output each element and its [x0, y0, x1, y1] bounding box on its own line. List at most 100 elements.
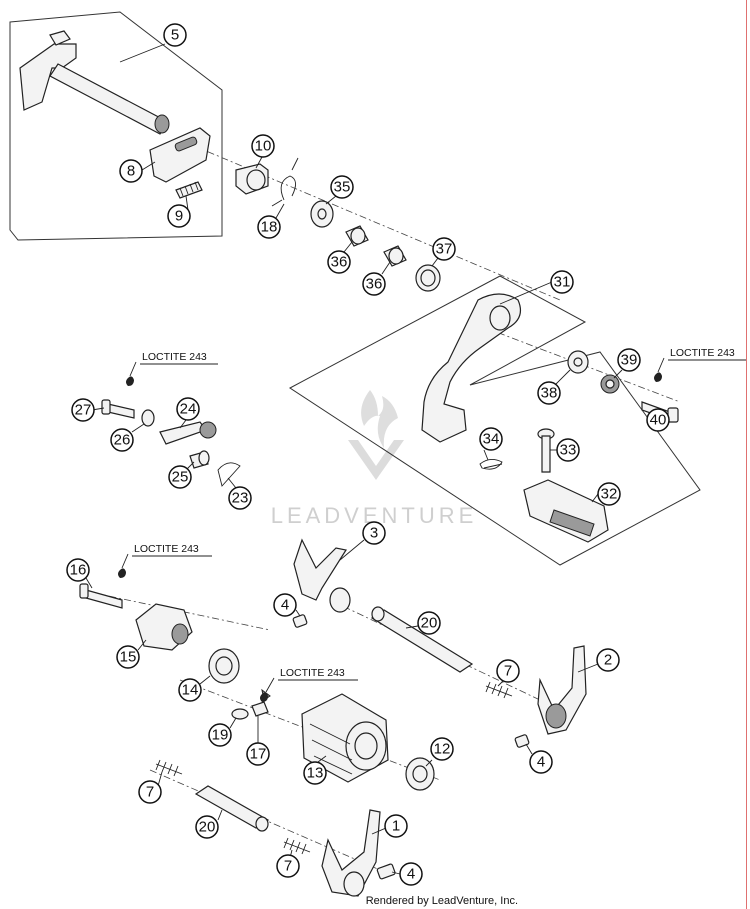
spring-part: [485, 681, 513, 699]
callout-number: 37: [436, 241, 453, 258]
pin-part: [251, 688, 271, 717]
callout-4-mid: 4: [525, 743, 553, 774]
callout-number: 36: [331, 254, 348, 271]
callout-7-mid: 7: [496, 659, 520, 687]
loctite-text: LOCTITE 243: [670, 347, 735, 359]
callout-9: 9: [167, 195, 191, 228]
shift-fork-part: [293, 538, 351, 613]
callout-25: 25: [168, 461, 195, 489]
bearing-part: [208, 648, 240, 684]
callout-number: 13: [307, 765, 324, 782]
bolt-part: [79, 583, 123, 609]
drop-icon: [260, 692, 268, 702]
callout-26: 26: [110, 423, 145, 452]
callout-1: 1: [371, 814, 408, 838]
callout-number: 25: [172, 469, 189, 486]
callout-24: 24: [176, 397, 200, 429]
callout-16: 16: [66, 558, 93, 589]
callout-number: 7: [146, 784, 154, 801]
shift-shaft-assembly-frame: [9, 11, 223, 241]
callout-number: 38: [541, 385, 558, 402]
callout-18: 19: [208, 717, 237, 747]
shift-tip-part: [523, 479, 609, 543]
callout-14: 18: [257, 203, 285, 239]
drop-icon: [654, 372, 662, 382]
drop-icon: [126, 376, 134, 386]
shift-lever-part: [421, 293, 521, 443]
torsion-spring-part: [271, 157, 299, 207]
callout-number: 33: [560, 442, 577, 459]
page-edge-line: [746, 0, 747, 909]
callout-11: 12: [425, 737, 454, 767]
washer-part: [231, 708, 249, 720]
callout-12: 13: [303, 755, 327, 785]
axis-line: [179, 139, 561, 301]
callout-7-left: 7: [138, 771, 163, 804]
spring-part: [155, 759, 183, 777]
callout-number: 20: [199, 819, 216, 836]
callout-number: 27: [75, 402, 92, 419]
callout-17: 17: [246, 716, 270, 766]
spring-part: [479, 459, 503, 470]
guide-pin-part: [514, 734, 530, 748]
callout-number: 16: [70, 562, 87, 579]
callout-number: 8: [127, 163, 135, 180]
callout-number: 39: [621, 352, 638, 369]
callout-27: 27: [71, 398, 105, 422]
washer-part: [310, 200, 334, 228]
callout-number: 9: [175, 208, 183, 225]
washer-part: [141, 409, 155, 427]
callout-10: 10: [251, 134, 275, 169]
bearing-part: [405, 757, 435, 791]
callout-23: 23: [227, 477, 252, 510]
loctite-label: LOCTITE 243: [126, 351, 218, 386]
footer-credit: Rendered by LeadVenture, Inc.: [365, 895, 518, 907]
callout-13: 14: [178, 675, 211, 702]
callout-3: 3: [339, 521, 386, 561]
guide-part: [235, 163, 269, 195]
callout-number: 20: [421, 615, 438, 632]
callout-number: 34: [483, 431, 500, 448]
loctite-text: LOCTITE 243: [134, 543, 199, 555]
callout-33: 33: [550, 438, 580, 462]
callout-number: 5: [171, 27, 179, 44]
callout-number: 4: [281, 597, 289, 614]
spring-part: [283, 837, 311, 855]
roller-part: [189, 450, 210, 469]
shift-fork-part: [537, 645, 587, 735]
callout-number: 4: [407, 866, 415, 883]
callout-number: 18: [261, 219, 278, 236]
shift-cam-part: [135, 603, 193, 651]
callout-number: 3: [370, 525, 378, 542]
bushing-part: [345, 225, 369, 247]
loctite-label: LOCTITE 243: [260, 667, 358, 702]
shift-fork-part: [321, 809, 381, 897]
guide-pin-part: [292, 614, 308, 628]
callout-number: 36: [366, 276, 383, 293]
callout-32: 32: [591, 482, 621, 506]
callout-number: 23: [232, 490, 249, 507]
bolt-part: [101, 399, 135, 419]
loctite-label: LOCTITE 243: [118, 543, 212, 578]
callout-38: 38: [537, 369, 571, 405]
callout-40: 40: [646, 408, 670, 432]
callout-number: 17: [250, 746, 267, 763]
spring-part: [217, 462, 241, 487]
callout-number: 4: [537, 754, 545, 771]
callout-number: 12: [434, 741, 451, 758]
drop-icon: [118, 568, 126, 578]
callout-15: 15: [116, 639, 147, 669]
loctite-text: LOCTITE 243: [280, 667, 345, 679]
callout-number: 26: [114, 432, 131, 449]
callout-35: 35: [325, 175, 354, 205]
fork-shaft-part: [370, 606, 474, 673]
callout-5: 5: [119, 23, 187, 63]
callout-8: 8: [119, 159, 156, 183]
callout-2: 2: [577, 648, 620, 673]
callout-19: 20: [195, 809, 223, 839]
shift-drum-part: [301, 693, 389, 783]
callout-number: 32: [601, 486, 618, 503]
callout-number: 15: [120, 649, 137, 666]
loctite-label: LOCTITE 243: [654, 347, 746, 382]
